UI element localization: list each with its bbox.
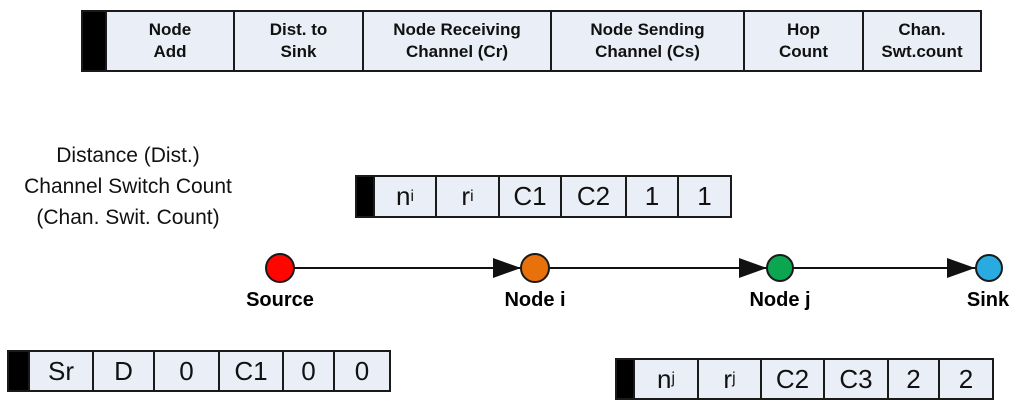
cell-value: r bbox=[461, 181, 471, 211]
cell-value: C1 bbox=[234, 355, 268, 386]
cell-value: 2 bbox=[958, 363, 974, 394]
packet-start-marker bbox=[83, 12, 107, 70]
packet-start-marker bbox=[357, 177, 375, 216]
header-cell-node-add: Node Add bbox=[107, 12, 235, 70]
header-cell-hop-count: Hop Count bbox=[745, 12, 864, 70]
packet-cell: C1 bbox=[500, 177, 562, 216]
packet-start-marker bbox=[9, 352, 30, 390]
cell-value: C1 bbox=[513, 181, 547, 211]
packet-format-header-table: Node Add Dist. to Sink Node Receiving Ch… bbox=[81, 10, 982, 72]
cell-value: D bbox=[114, 355, 133, 386]
source-label: Source bbox=[246, 289, 314, 311]
header-cell-chan-swt-count: Chan. Swt.count bbox=[864, 12, 980, 70]
packet-cell: C2 bbox=[562, 177, 627, 216]
note-line-chan-swit-abbrev: (Chan. Swit. Count) bbox=[36, 206, 220, 229]
cell-value: Sr bbox=[48, 355, 74, 386]
packet-cell: 0 bbox=[284, 352, 335, 390]
note-line-channel-switch: Channel Switch Count bbox=[24, 175, 232, 198]
packet-cell: 1 bbox=[679, 177, 730, 216]
source-node-circle bbox=[265, 253, 295, 283]
cell-value: C3 bbox=[839, 363, 873, 394]
cell-value: n bbox=[657, 363, 672, 394]
node-j-label: Node j bbox=[749, 289, 811, 311]
packet-cell: C3 bbox=[825, 360, 889, 398]
packet-cell: 0 bbox=[335, 352, 389, 390]
packet-cell: 2 bbox=[889, 360, 940, 398]
sink-node-circle bbox=[975, 254, 1003, 282]
node-i-label: Node i bbox=[504, 289, 566, 311]
note-line-distance: Distance (Dist.) bbox=[56, 144, 200, 167]
cell-value: 2 bbox=[906, 363, 921, 394]
sink-label: Sink bbox=[966, 289, 1010, 311]
header-cell-dist-to-sink: Dist. to Sink bbox=[235, 12, 364, 70]
packet-cell: 1 bbox=[627, 177, 679, 216]
cell-value: 1 bbox=[697, 181, 712, 211]
packet-start-marker bbox=[617, 360, 635, 398]
packet-cell: 2 bbox=[940, 360, 992, 398]
network-path-graphic bbox=[265, 253, 1003, 283]
packet-cell: D bbox=[94, 352, 155, 390]
node-j-circle bbox=[766, 254, 794, 282]
cell-value: 1 bbox=[644, 181, 660, 211]
cell-value: 0 bbox=[354, 355, 370, 386]
arrowhead-icon bbox=[739, 258, 767, 278]
abbreviation-note: Distance (Dist.) Channel Switch Count (C… bbox=[8, 140, 248, 233]
packet-cell: 0 bbox=[155, 352, 220, 390]
cell-value: C2 bbox=[775, 363, 810, 394]
node-i-circle bbox=[520, 253, 550, 283]
arrowhead-icon bbox=[493, 258, 521, 278]
cell-value: 0 bbox=[301, 355, 316, 386]
packet-cell: C1 bbox=[220, 352, 284, 390]
cell-value: C2 bbox=[576, 181, 611, 211]
header-cell-sending-channel: Node Sending Channel (Cs) bbox=[552, 12, 745, 70]
cell-value: r bbox=[723, 363, 733, 394]
packet-cell: Sr bbox=[30, 352, 94, 390]
packet-cell: C2 bbox=[762, 360, 825, 398]
header-cell-receiving-channel: Node Receiving Channel (Cr) bbox=[364, 12, 552, 70]
arrowhead-icon bbox=[947, 258, 975, 278]
cell-value: n bbox=[396, 181, 411, 211]
packet-table-source: Sr D 0 C1 0 0 bbox=[7, 350, 391, 392]
cell-value: 0 bbox=[179, 355, 194, 386]
